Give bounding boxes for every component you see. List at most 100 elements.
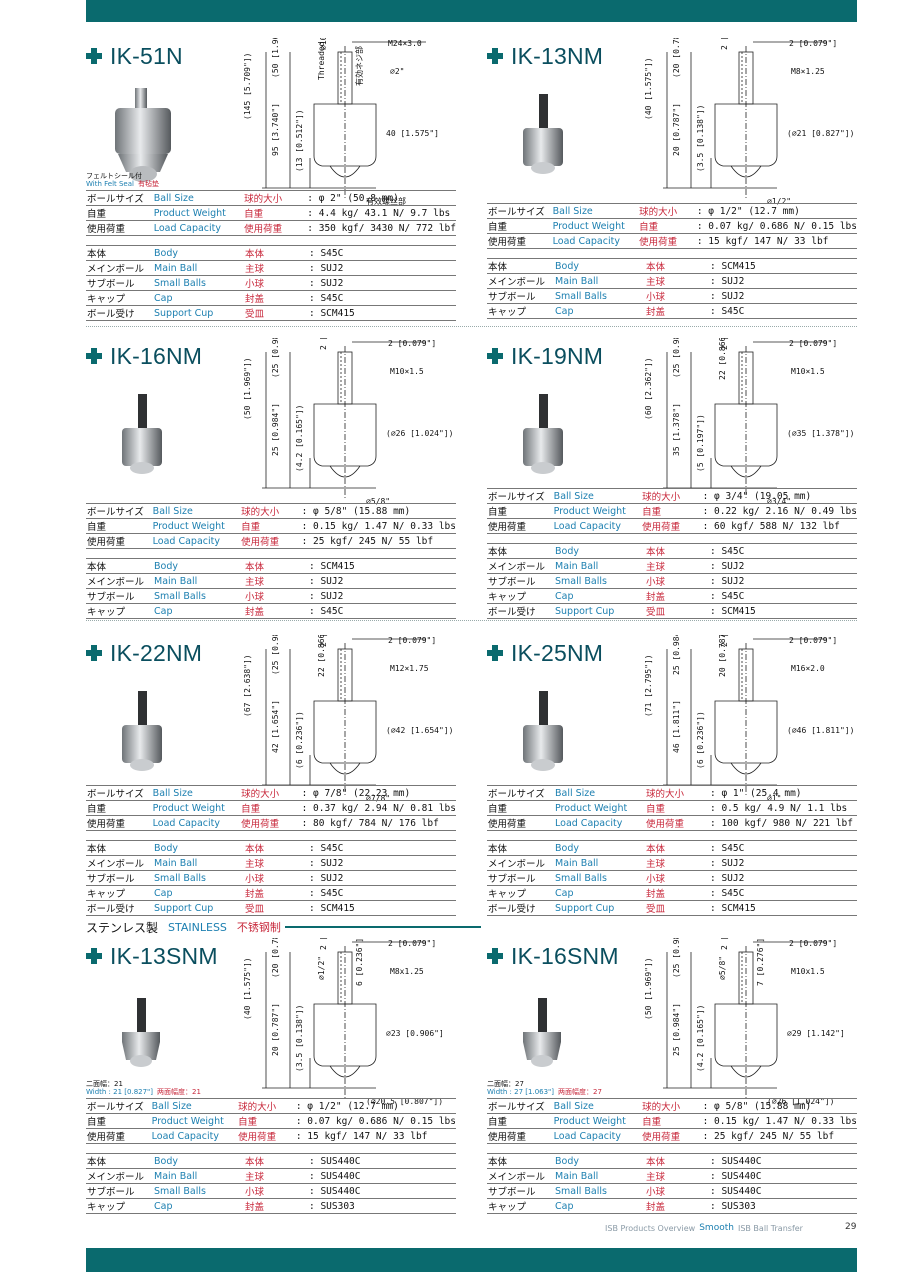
dimension-label: (20 [0.787"]) xyxy=(672,38,681,78)
spec-label-cn: 球的大小 xyxy=(645,785,709,801)
product-photo xyxy=(523,94,563,174)
cross-icon xyxy=(487,48,503,64)
dimension-label: 2 [0.079"] xyxy=(789,939,837,948)
spec-label-en: Ball Size xyxy=(151,503,241,519)
spec-label-jp: メインボール xyxy=(86,260,153,276)
spec-label-cn: 小球 xyxy=(244,275,308,291)
dimension-label: ∅100 [3.937"] xyxy=(319,38,328,50)
spec-value: : SCM415 xyxy=(308,558,456,574)
dimension-label: 2 [0.079"] xyxy=(388,636,436,645)
spec-label-jp: メインボール xyxy=(86,855,153,871)
spec-label-cn: 自重 xyxy=(240,800,301,816)
spec-label-en: Body xyxy=(554,543,645,559)
spec-value: : SUS440C xyxy=(709,1183,857,1199)
spec-value: : S45C xyxy=(709,840,857,856)
note-jp: 二面幅：27 xyxy=(487,1080,524,1088)
product-name: IK-51N xyxy=(110,42,183,69)
spec-value: : SUJ2 xyxy=(709,273,857,289)
spec-value: : 15 kgf/ 147 N/ 33 lbf xyxy=(294,1128,456,1144)
spec-value: : φ 1/2" (12.7 mm) xyxy=(294,1098,456,1114)
spec-value: : SUJ2 xyxy=(308,588,456,604)
dimension-label: (40 [1.575"]) xyxy=(243,957,252,1020)
spec-value: : φ 1/2" (12.7 mm) xyxy=(695,203,857,219)
note-cn: 两面幅度：27 xyxy=(558,1088,602,1096)
dimension-drawing: (50 [1.969"])(25 [0.984"])25 [0.984"](4.… xyxy=(243,338,453,506)
spec-label-cn: 主球 xyxy=(244,260,308,276)
spec-label-jp: 本体 xyxy=(487,1153,554,1169)
product-panel: IK-19NM(60 [2.362"])(25 [0.984"])35 [1.3… xyxy=(487,338,857,638)
spec-label-en: Main Ball xyxy=(554,1168,645,1184)
spec-value: : SUJ2 xyxy=(709,558,857,574)
product-name: IK-16NM xyxy=(110,342,203,369)
spec-value: : SCM415 xyxy=(308,305,456,321)
dimension-label: (∅21 [0.827"]) xyxy=(787,129,854,138)
dimension-label: 2 [0.079"] xyxy=(720,635,729,647)
dimension-label: 2 [0.079"] xyxy=(319,635,328,647)
dimension-label: Threaded portion xyxy=(317,38,326,80)
product-title: IK-16SNM xyxy=(487,938,619,974)
note-en: Width : 27 [1.063"] xyxy=(487,1088,554,1096)
dimension-drawing: (40 [1.575"])(20 [0.787"])20 [0.787"](3.… xyxy=(644,38,854,206)
note-jp: フェルトシール付 xyxy=(86,172,142,180)
dimension-label: (67 [2.638"]) xyxy=(243,654,252,717)
product-title: IK-16NM xyxy=(86,338,202,374)
spec-label-cn: 本体 xyxy=(645,1153,709,1169)
spec-label-jp: メインボール xyxy=(487,1168,554,1184)
spec-label-en: Body xyxy=(153,1153,244,1169)
spec-label-en: Body xyxy=(153,840,244,856)
spec-label-jp: 本体 xyxy=(86,1153,153,1169)
spec-label-jp: サブボール xyxy=(487,288,554,304)
spec-label-en: Body xyxy=(554,840,645,856)
spec-label-en: Product Weight xyxy=(552,503,642,519)
spec-label-en: Load Capacity xyxy=(552,1128,642,1144)
spec-label-cn: 使用荷重 xyxy=(237,1128,295,1144)
spec-label-en: Body xyxy=(153,558,244,574)
spec-label-jp: 本体 xyxy=(487,840,554,856)
spec-label-cn: 封盖 xyxy=(645,303,709,319)
spec-label-en: Ball Size xyxy=(152,190,244,206)
dimension-label: (50 [1.969"]) xyxy=(644,957,653,1020)
spec-value: : SUS440C xyxy=(308,1168,456,1184)
spec-label-jp: 使用荷重 xyxy=(86,815,152,831)
spec-label-cn: 自重 xyxy=(243,205,307,221)
divider xyxy=(86,620,857,621)
dimension-label: 2 [0.079"] xyxy=(789,636,837,645)
product-title: IK-25NM xyxy=(487,635,603,671)
dimension-label: (6 [0.236"]) xyxy=(696,711,705,769)
spec-label-en: Product Weight xyxy=(552,1113,642,1129)
stainless-heading: ステンレス製 STAINLESS 不锈钢制 xyxy=(86,918,486,936)
spec-label-jp: 自重 xyxy=(487,218,552,234)
product-title: IK-51N xyxy=(86,38,183,74)
spec-label-cn: 自重 xyxy=(645,800,709,816)
spec-label-cn: 小球 xyxy=(645,870,709,886)
spec-value: : S45C xyxy=(308,245,456,261)
spec-value: : SUJ2 xyxy=(709,870,857,886)
spec-label-en: Ball Size xyxy=(552,488,642,504)
spec-label-cn: 主球 xyxy=(645,1168,709,1184)
dimension-label: (∅35 [1.378"]) xyxy=(787,429,854,438)
dimension-label: 46 [1.811"] xyxy=(672,700,681,753)
spec-value: : S45C xyxy=(308,840,456,856)
spec-label-jp: 使用荷重 xyxy=(86,1128,151,1144)
spec-value: : 0.5 kg/ 4.9 N/ 1.1 lbs xyxy=(709,800,857,816)
spec-value: : SUJ2 xyxy=(709,855,857,871)
product-photo xyxy=(523,394,563,474)
spec-value: : SCM415 xyxy=(709,603,857,619)
